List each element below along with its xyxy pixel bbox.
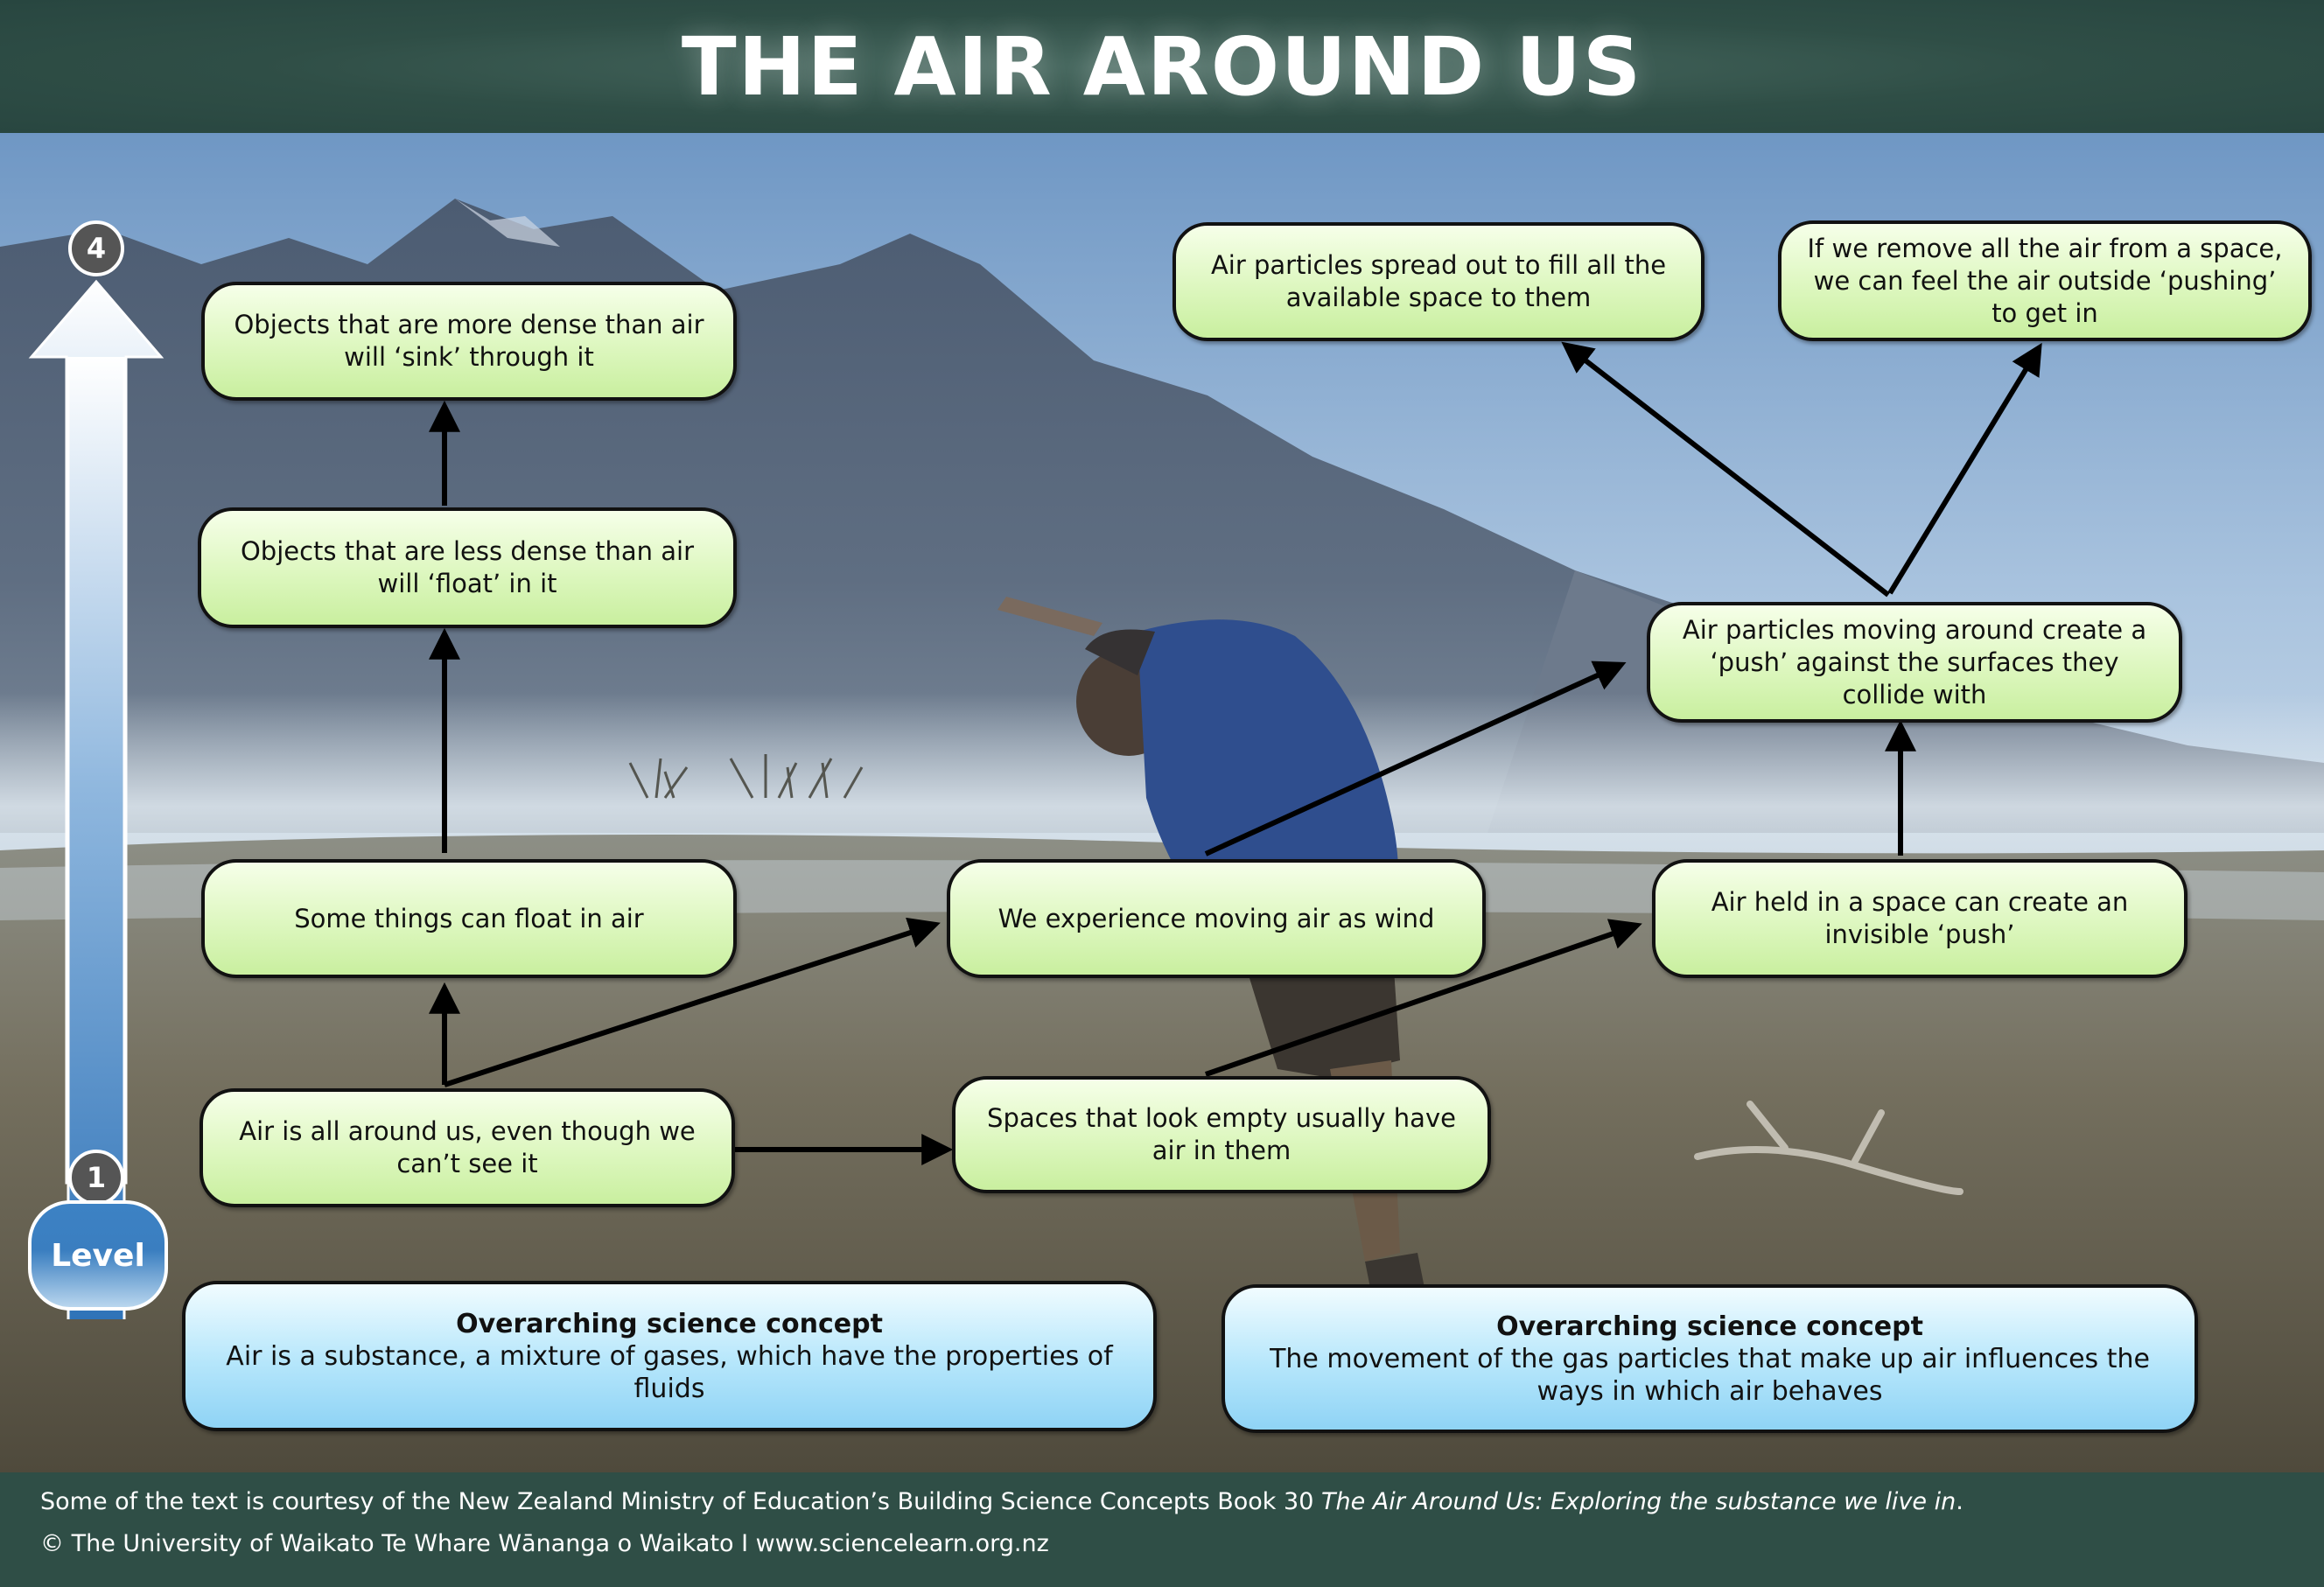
arrow-empty-to-held <box>1205 919 1642 1077</box>
node-some-things-float: Some things can float in air <box>201 859 737 978</box>
node-particles-push: Air particles moving around create a ‘pu… <box>1647 602 2182 723</box>
footer: Some of the text is courtesy of the New … <box>0 1472 2324 1587</box>
concept-box-movement: Overarching science concept The movement… <box>1222 1284 2198 1433</box>
concept-box-substance: Overarching science concept Air is a sub… <box>182 1281 1157 1431</box>
node-less-dense-float: Objects that are less dense than air wil… <box>198 507 737 628</box>
arrow-particles-push-to-remove <box>1887 342 2042 595</box>
concept-title: Overarching science concept <box>456 1308 883 1339</box>
node-air-all-around: Air is all around us, even though we can… <box>200 1088 735 1207</box>
node-held-air-push: Air held in a space can create an invisi… <box>1652 859 2188 978</box>
footer-credit-suffix: . <box>1956 1488 1964 1515</box>
footer-credit-prefix: Some of the text is courtesy of the New … <box>40 1488 1321 1515</box>
level-label: Level <box>28 1200 168 1311</box>
concept-title: Overarching science concept <box>1496 1311 1923 1342</box>
concept-text: Air is a substance, a mixture of gases, … <box>226 1340 1113 1404</box>
node-remove-air-push: If we remove all the air from a space, w… <box>1778 220 2312 341</box>
footer-book-title: The Air Around Us: Exploring the substan… <box>1320 1488 1956 1515</box>
node-particles-spread: Air particles spread out to fill all the… <box>1172 222 1704 341</box>
arrow-particles-push-to-spread <box>1561 341 1890 598</box>
concept-text: The movement of the gas particles that m… <box>1270 1343 2150 1407</box>
page-title: THE AIR AROUND US <box>681 19 1643 114</box>
arrow-all-around-to-wind <box>444 917 941 1087</box>
arrow-wind-to-particles-push <box>1204 661 1627 856</box>
node-empty-spaces-air: Spaces that look empty usually have air … <box>952 1076 1491 1193</box>
footer-credit: Some of the text is courtesy of the New … <box>40 1488 1964 1515</box>
title-banner: THE AIR AROUND US <box>0 0 2324 133</box>
node-moving-air-wind: We experience moving air as wind <box>947 859 1486 978</box>
node-dense-sink: Objects that are more dense than air wil… <box>201 282 737 401</box>
footer-copyright: © The University of Waikato Te Whare Wān… <box>40 1530 1049 1557</box>
level-top-marker: 4 <box>68 220 124 276</box>
